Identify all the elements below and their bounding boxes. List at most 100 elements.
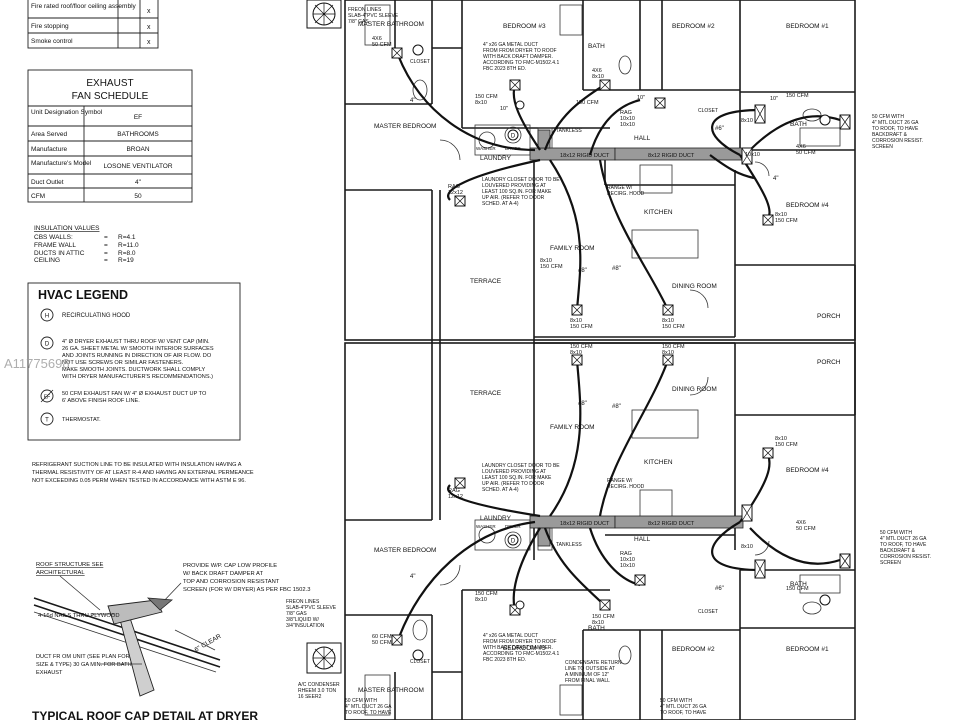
svg-text:8x10: 8x10 (741, 118, 753, 124)
svg-text:FROM FROM DRYER TO ROOF: FROM FROM DRYER TO ROOF (483, 48, 557, 54)
svg-text:4" MTL DUCT 26 GA: 4" MTL DUCT 26 GA (880, 536, 927, 542)
insulation-label: CBS WALLS: (34, 234, 73, 241)
svg-text:150 CFM: 150 CFM (570, 344, 593, 350)
exhaust-fan-icon (412, 44, 424, 56)
svg-text:#8": #8" (612, 404, 621, 410)
schedule-label: Area Served (31, 131, 68, 138)
svg-text:150 CFM: 150 CFM (540, 264, 563, 270)
svg-text:LEAST 100 SQ.IN. FOR MAKE: LEAST 100 SQ.IN. FOR MAKE (482, 189, 552, 195)
svg-text:150 CFM: 150 CFM (786, 93, 809, 99)
room-label: FAMILY ROOM (550, 424, 595, 431)
svg-text:BACKDRAFT &: BACKDRAFT & (872, 132, 908, 138)
room-label: MASTER BEDROOM (374, 123, 436, 130)
schedule-label: Manufacture's Model (31, 160, 92, 167)
bath-exhaust-note: 50 CFM WITH 4" MTL DUCT 26 GA TO ROOF, T… (345, 698, 392, 716)
svg-text:SCREEN: SCREEN (872, 144, 893, 150)
supply-register-icon (762, 447, 774, 459)
duct-label: 8x12 RIGID DUCT (648, 153, 695, 159)
return-grille-icon (654, 97, 666, 109)
svg-text:D: D (511, 134, 516, 140)
freon-lines-note: FREON LINES SLAB-4"PVC SLEEVE 7/8" GAS (348, 7, 399, 25)
svg-text:12x12: 12x12 (448, 190, 463, 196)
svg-text:8x10: 8x10 (570, 318, 582, 324)
svg-text:#8": #8" (578, 268, 587, 274)
svg-text:50 CFM: 50 CFM (372, 640, 392, 646)
supply-register-icon (662, 304, 674, 316)
svg-text:8x10: 8x10 (475, 597, 487, 603)
freon-lines-note: FREON LINES SLAB-4"PVC SLEEVE 7/8" GAS 3… (286, 599, 337, 629)
supply-register-icon (571, 304, 583, 316)
svg-text:150 CFM: 150 CFM (475, 94, 498, 100)
return-grille-icon (454, 195, 466, 207)
table-row-label: Fire stopping (31, 23, 69, 30)
table-row-label: Smoke control (31, 38, 73, 45)
room-label: TERRACE (470, 278, 502, 285)
schedule-title: FAN SCHEDULE (72, 91, 149, 102)
svg-text:RAG: RAG (620, 551, 632, 557)
svg-text:8x10: 8x10 (592, 620, 604, 626)
insulation-value: R=11.0 (118, 242, 139, 249)
svg-text:A MINIMUM OF 12": A MINIMUM OF 12" (565, 672, 609, 678)
insulation-eq: = (104, 257, 108, 264)
svg-text:RAG: RAG (448, 488, 460, 494)
insulation-eq: = (104, 250, 108, 257)
svg-text:SCHED. AT A-4): SCHED. AT A-4) (482, 487, 519, 493)
svg-text:PROVIDE W/P. CAP LOW PROFILE: PROVIDE W/P. CAP LOW PROFILE (183, 563, 277, 569)
svg-text:D: D (45, 342, 50, 348)
svg-text:8x10: 8x10 (775, 212, 787, 218)
supply-register-icon (391, 47, 403, 59)
room-label: BEDROOM #3 (503, 23, 546, 30)
svg-text:8x10: 8x10 (775, 436, 787, 442)
svg-text:#6": #6" (715, 586, 724, 592)
table-row-mark: x (147, 8, 151, 15)
svg-text:10": 10" (770, 96, 778, 102)
ac-condenser-icon (306, 642, 342, 674)
svg-text:FROM FROM DRYER TO ROOF: FROM FROM DRYER TO ROOF (483, 639, 557, 645)
range-hood-note: RANGE W/ RECIRG. HOOD (607, 478, 645, 490)
svg-text:THERMAL RESISTIVITY OF AT LEAS: THERMAL RESISTIVITY OF AT LEAST R-4 AND … (32, 470, 254, 476)
supply-register-icon (599, 79, 611, 91)
svg-text:4-16d NAILS THRU PLYWOOD: 4-16d NAILS THRU PLYWOOD (38, 613, 120, 619)
svg-text:10x10: 10x10 (745, 152, 760, 158)
insulation-value: R=4.1 (118, 234, 136, 241)
supply-register-icon (741, 147, 753, 165)
svg-text:SCREEN (FOR W/ DRYER) AS PER F: SCREEN (FOR W/ DRYER) AS PER FBC 1502.3 (183, 587, 310, 593)
room-label: DINING ROOM (672, 386, 717, 393)
svg-text:LINE TO OUTSIDE AT: LINE TO OUTSIDE AT (565, 666, 615, 672)
condensate-note: CONDENSATE RETURN LINE TO OUTSIDE AT A M… (565, 660, 622, 684)
room-label: BEDROOM #2 (672, 23, 715, 30)
legend-text: 6' ABOVE FINISH ROOF LINE. (62, 398, 140, 404)
refrigerant-note: REFRIGERANT SUCTION LINE TO BE INSULATED… (32, 462, 254, 484)
svg-text:TO ROOF, TO HAVE: TO ROOF, TO HAVE (660, 710, 707, 716)
svg-text:RECIRG. HOOD: RECIRG. HOOD (607, 484, 645, 490)
legend-text: 50 CFM EXHAUST FAN W/ 4" Ø EXHAUST DUCT … (62, 391, 207, 397)
svg-text:10": 10" (500, 106, 508, 112)
svg-text:4" MTL DUCT 26 GA: 4" MTL DUCT 26 GA (872, 120, 919, 126)
svg-text:7/8" GAS: 7/8" GAS (348, 19, 369, 25)
svg-text:LOUVERED PROVIDING AT: LOUVERED PROVIDING AT (482, 469, 546, 475)
room-label: BATH (588, 43, 605, 50)
svg-text:150 CFM: 150 CFM (786, 586, 809, 592)
svg-text:4X6: 4X6 (796, 520, 806, 526)
recirculating-hood-icon: H (40, 308, 54, 322)
duct-label: 18x12 RIGID DUCT (560, 521, 610, 527)
room-label: CLOSET (698, 108, 718, 114)
svg-text:TOP AND CORROSION RESISTANT: TOP AND CORROSION RESISTANT (183, 579, 280, 585)
exhaust-fan-schedule: EXHAUST FAN SCHEDULE Unit Designation Sy… (27, 69, 193, 203)
duct-label: 18x12 RIGID DUCT (560, 153, 610, 159)
supply-register-icon (391, 634, 403, 646)
svg-text:RHEEM 3.0 TON: RHEEM 3.0 TON (298, 688, 337, 694)
svg-text:4" MTL DUCT 26 GA: 4" MTL DUCT 26 GA (660, 704, 707, 710)
svg-text:4X6: 4X6 (796, 144, 806, 150)
room-label: PORCH (817, 359, 841, 366)
room-label: BEDROOM #2 (672, 646, 715, 653)
svg-text:10x10: 10x10 (620, 122, 635, 128)
svg-text:4": 4" (410, 574, 415, 580)
ac-condenser-icon (306, 0, 342, 29)
svg-text:LEAST 100 SQ.IN. FOR MAKE: LEAST 100 SQ.IN. FOR MAKE (482, 475, 552, 481)
legend-text: 4" Ø DRYER EXHAUST THRU ROOF W/ VENT CAP… (62, 339, 210, 345)
svg-text:50 CFM WITH: 50 CFM WITH (660, 698, 692, 704)
bath-exhaust-note: 50 CFM WITH 4" MTL DUCT 26 GA TO ROOF, T… (880, 530, 931, 566)
supply-register-icon (599, 599, 611, 611)
